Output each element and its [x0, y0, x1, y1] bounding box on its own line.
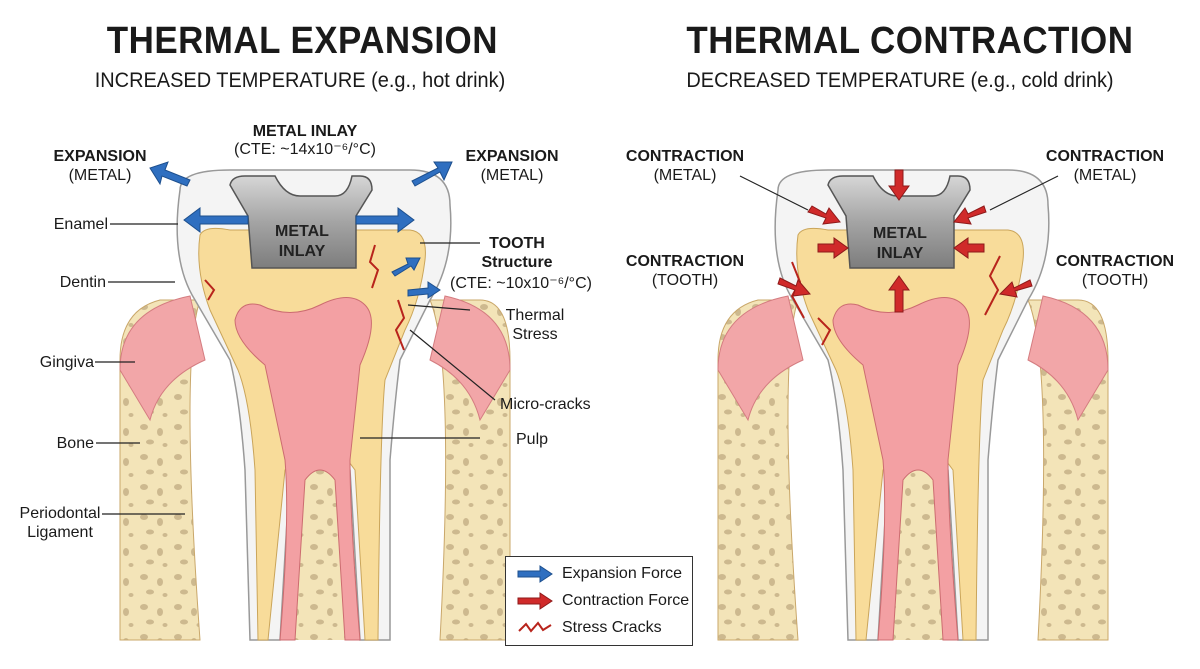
left-subtitle: INCREASED TEMPERATURE (e.g., hot drink)	[94, 69, 506, 92]
left-arrow-tooth-1	[391, 257, 421, 277]
contraction-metal-left-label: CONTRACTION(METAL)	[625, 148, 745, 184]
expansion-metal-right-label: EXPANSION(METAL)	[465, 148, 559, 184]
left-metal-inlay	[229, 175, 373, 269]
micro-cracks-label: Micro-cracks	[500, 396, 591, 413]
blue-arrow-icon	[517, 565, 553, 583]
dentin-label: Dentin	[59, 274, 106, 291]
gingiva-label: Gingiva	[39, 354, 94, 371]
left-arrow-expand-upright	[411, 161, 453, 187]
legend: Expansion Force Contraction Force Stress…	[505, 556, 693, 646]
right-arrow-bottom	[888, 275, 910, 313]
right-title: THERMAL CONTRACTION	[686, 20, 1134, 62]
legend-contraction: Contraction Force	[516, 590, 689, 612]
left-arrow-expand-left	[183, 207, 249, 233]
right-inlay-label-2: INLAY	[877, 245, 924, 262]
right-arrow-left-1	[807, 205, 841, 225]
left-arrow-tooth-2	[407, 281, 441, 299]
crack-icon	[518, 621, 552, 633]
left-crack-3	[204, 279, 216, 301]
left-crack-1	[368, 244, 380, 289]
right-metal-inlay	[827, 175, 971, 269]
bone-label: Bone	[56, 435, 94, 452]
left-inlay-label-1: METAL	[275, 223, 329, 240]
pulp-label: Pulp	[516, 431, 549, 448]
contraction-tooth-right-label: CONTRACTION(TOOTH)	[1055, 253, 1175, 289]
right-arrow-tooth-right	[998, 279, 1033, 298]
left-arrow-expand-right	[355, 207, 415, 233]
right-tooth-illustration	[717, 169, 1109, 641]
left-crack-2	[394, 299, 406, 351]
right-arrow-top	[888, 169, 910, 201]
right-gingiva-right	[1027, 295, 1109, 422]
left-inlay-title: METAL INLAY	[252, 123, 358, 140]
right-crack-3	[817, 317, 832, 346]
right-arrow-right-1	[953, 205, 987, 225]
right-crack-2	[984, 255, 1001, 316]
left-gingiva	[119, 295, 206, 422]
red-arrow-icon	[517, 592, 553, 610]
enamel-label: Enamel	[53, 216, 108, 233]
right-subtitle: DECREASED TEMPERATURE (e.g., cold drink)	[686, 69, 1114, 92]
right-arrow-left-2	[817, 237, 849, 259]
left-pulp	[234, 297, 372, 641]
legend-cracks-text: Stress Cracks	[562, 619, 662, 636]
legend-expansion-text: Expansion Force	[562, 565, 683, 582]
right-inlay-label-1: METAL	[873, 225, 927, 242]
legend-contraction-text: Contraction Force	[562, 592, 690, 609]
right-arrow-tooth-left	[777, 277, 811, 297]
left-gingiva-right	[429, 295, 511, 422]
right-gingiva	[717, 295, 804, 422]
left-title: THERMAL EXPANSION	[106, 20, 498, 62]
expansion-metal-left-label: EXPANSION(METAL)	[53, 148, 147, 184]
left-inlay-cte: (CTE: ~14x10⁻⁶/°C)	[234, 141, 376, 158]
legend-expansion: Expansion Force	[516, 563, 682, 585]
legend-cracks: Stress Cracks	[516, 617, 662, 639]
right-arrow-right-2	[953, 237, 985, 259]
contraction-tooth-left-label: CONTRACTION(TOOTH)	[625, 253, 745, 289]
left-tooth-illustration	[95, 161, 511, 641]
tooth-cte-label: (CTE: ~10x10⁻⁶/°C)	[450, 275, 592, 292]
left-inlay-label-2: INLAY	[279, 243, 326, 260]
contraction-metal-right-label: CONTRACTION(METAL)	[1045, 148, 1165, 184]
left-arrow-expand-upleft	[149, 161, 191, 187]
